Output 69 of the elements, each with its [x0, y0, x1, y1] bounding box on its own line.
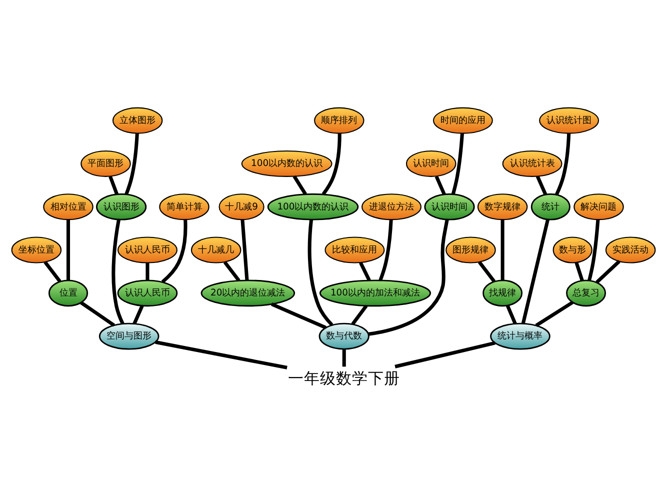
connector [596, 260, 620, 284]
connector [342, 349, 346, 367]
node-ellipse: 统计 [530, 193, 570, 220]
connector [44, 260, 62, 283]
connector [161, 220, 188, 284]
node-ellipse: 认识时间 [406, 150, 456, 177]
connector [394, 341, 496, 368]
connector [478, 260, 496, 283]
connector [66, 220, 70, 280]
connector [500, 220, 504, 280]
connector [240, 220, 249, 280]
connector [322, 134, 342, 196]
node-ellipse: 图形规律 [446, 236, 496, 264]
node-ellipse: 100以内数的认识 [267, 193, 359, 220]
connector [146, 262, 150, 280]
node-ellipse: 统计与概率 [490, 322, 550, 350]
node-ellipse: 简单计算 [159, 194, 210, 220]
connector [132, 305, 144, 324]
node-ellipse: 数与代数 [318, 322, 370, 350]
connector [112, 220, 124, 325]
node-ellipse: 认识统计表 [502, 150, 562, 177]
node-ellipse: 数与形 [552, 236, 592, 264]
connector [368, 219, 449, 336]
node-ellipse: 100以内的加法和减法 [319, 280, 432, 307]
node-ellipse: 认识时间 [424, 193, 475, 220]
node-ellipse: 十几减9 [218, 194, 264, 220]
connector [588, 220, 600, 281]
connector [292, 175, 307, 196]
node-ellipse: 立体图形 [112, 107, 163, 134]
node-ellipse: 20以内的退位减法 [200, 280, 296, 307]
connector [536, 176, 548, 196]
connector [351, 304, 368, 326]
node-ellipse: 数字规律 [477, 194, 528, 220]
connector [108, 176, 119, 195]
node-ellipse: 坐标位置 [11, 236, 62, 264]
node-ellipse: 相对位置 [43, 194, 94, 220]
connector [124, 133, 139, 195]
node-ellipse: 认识人民币 [118, 236, 178, 264]
node-ellipse: 实践活动 [605, 236, 656, 264]
connector [223, 261, 240, 282]
connector [521, 219, 550, 324]
node-ellipse: 空间与图形 [98, 322, 160, 350]
node-ellipse: 进退位方法 [362, 194, 422, 220]
node-ellipse: 认识人民币 [117, 280, 178, 307]
connector [535, 300, 574, 327]
node-ellipse: 总复习 [566, 280, 606, 307]
connector [574, 262, 584, 282]
connector [308, 219, 334, 326]
connector [80, 301, 116, 327]
node-ellipse: 找规律 [482, 280, 523, 307]
node-ellipse: 十几减几 [190, 236, 242, 264]
node-ellipse: 时间的应用 [432, 107, 493, 134]
node-ellipse: 平面图形 [80, 150, 131, 177]
node-ellipse: 认识图形 [96, 193, 147, 220]
node-ellipse: 顺序排列 [314, 107, 364, 134]
connector [270, 302, 326, 330]
connector [434, 176, 446, 196]
node-ellipse: 位置 [48, 280, 88, 307]
connector [451, 133, 464, 195]
connector [155, 340, 288, 370]
connector [506, 304, 517, 324]
node-ellipse: 解决问题 [574, 194, 624, 220]
connector [358, 262, 371, 282]
node-ellipse: 认识统计图 [539, 107, 600, 134]
connector [378, 220, 393, 281]
node-ellipse: 比较和应用 [324, 236, 385, 264]
node-ellipse: 100以内数的认识 [241, 150, 332, 177]
connector [554, 133, 571, 196]
node-text: 一年级数学下册 [288, 369, 400, 388]
